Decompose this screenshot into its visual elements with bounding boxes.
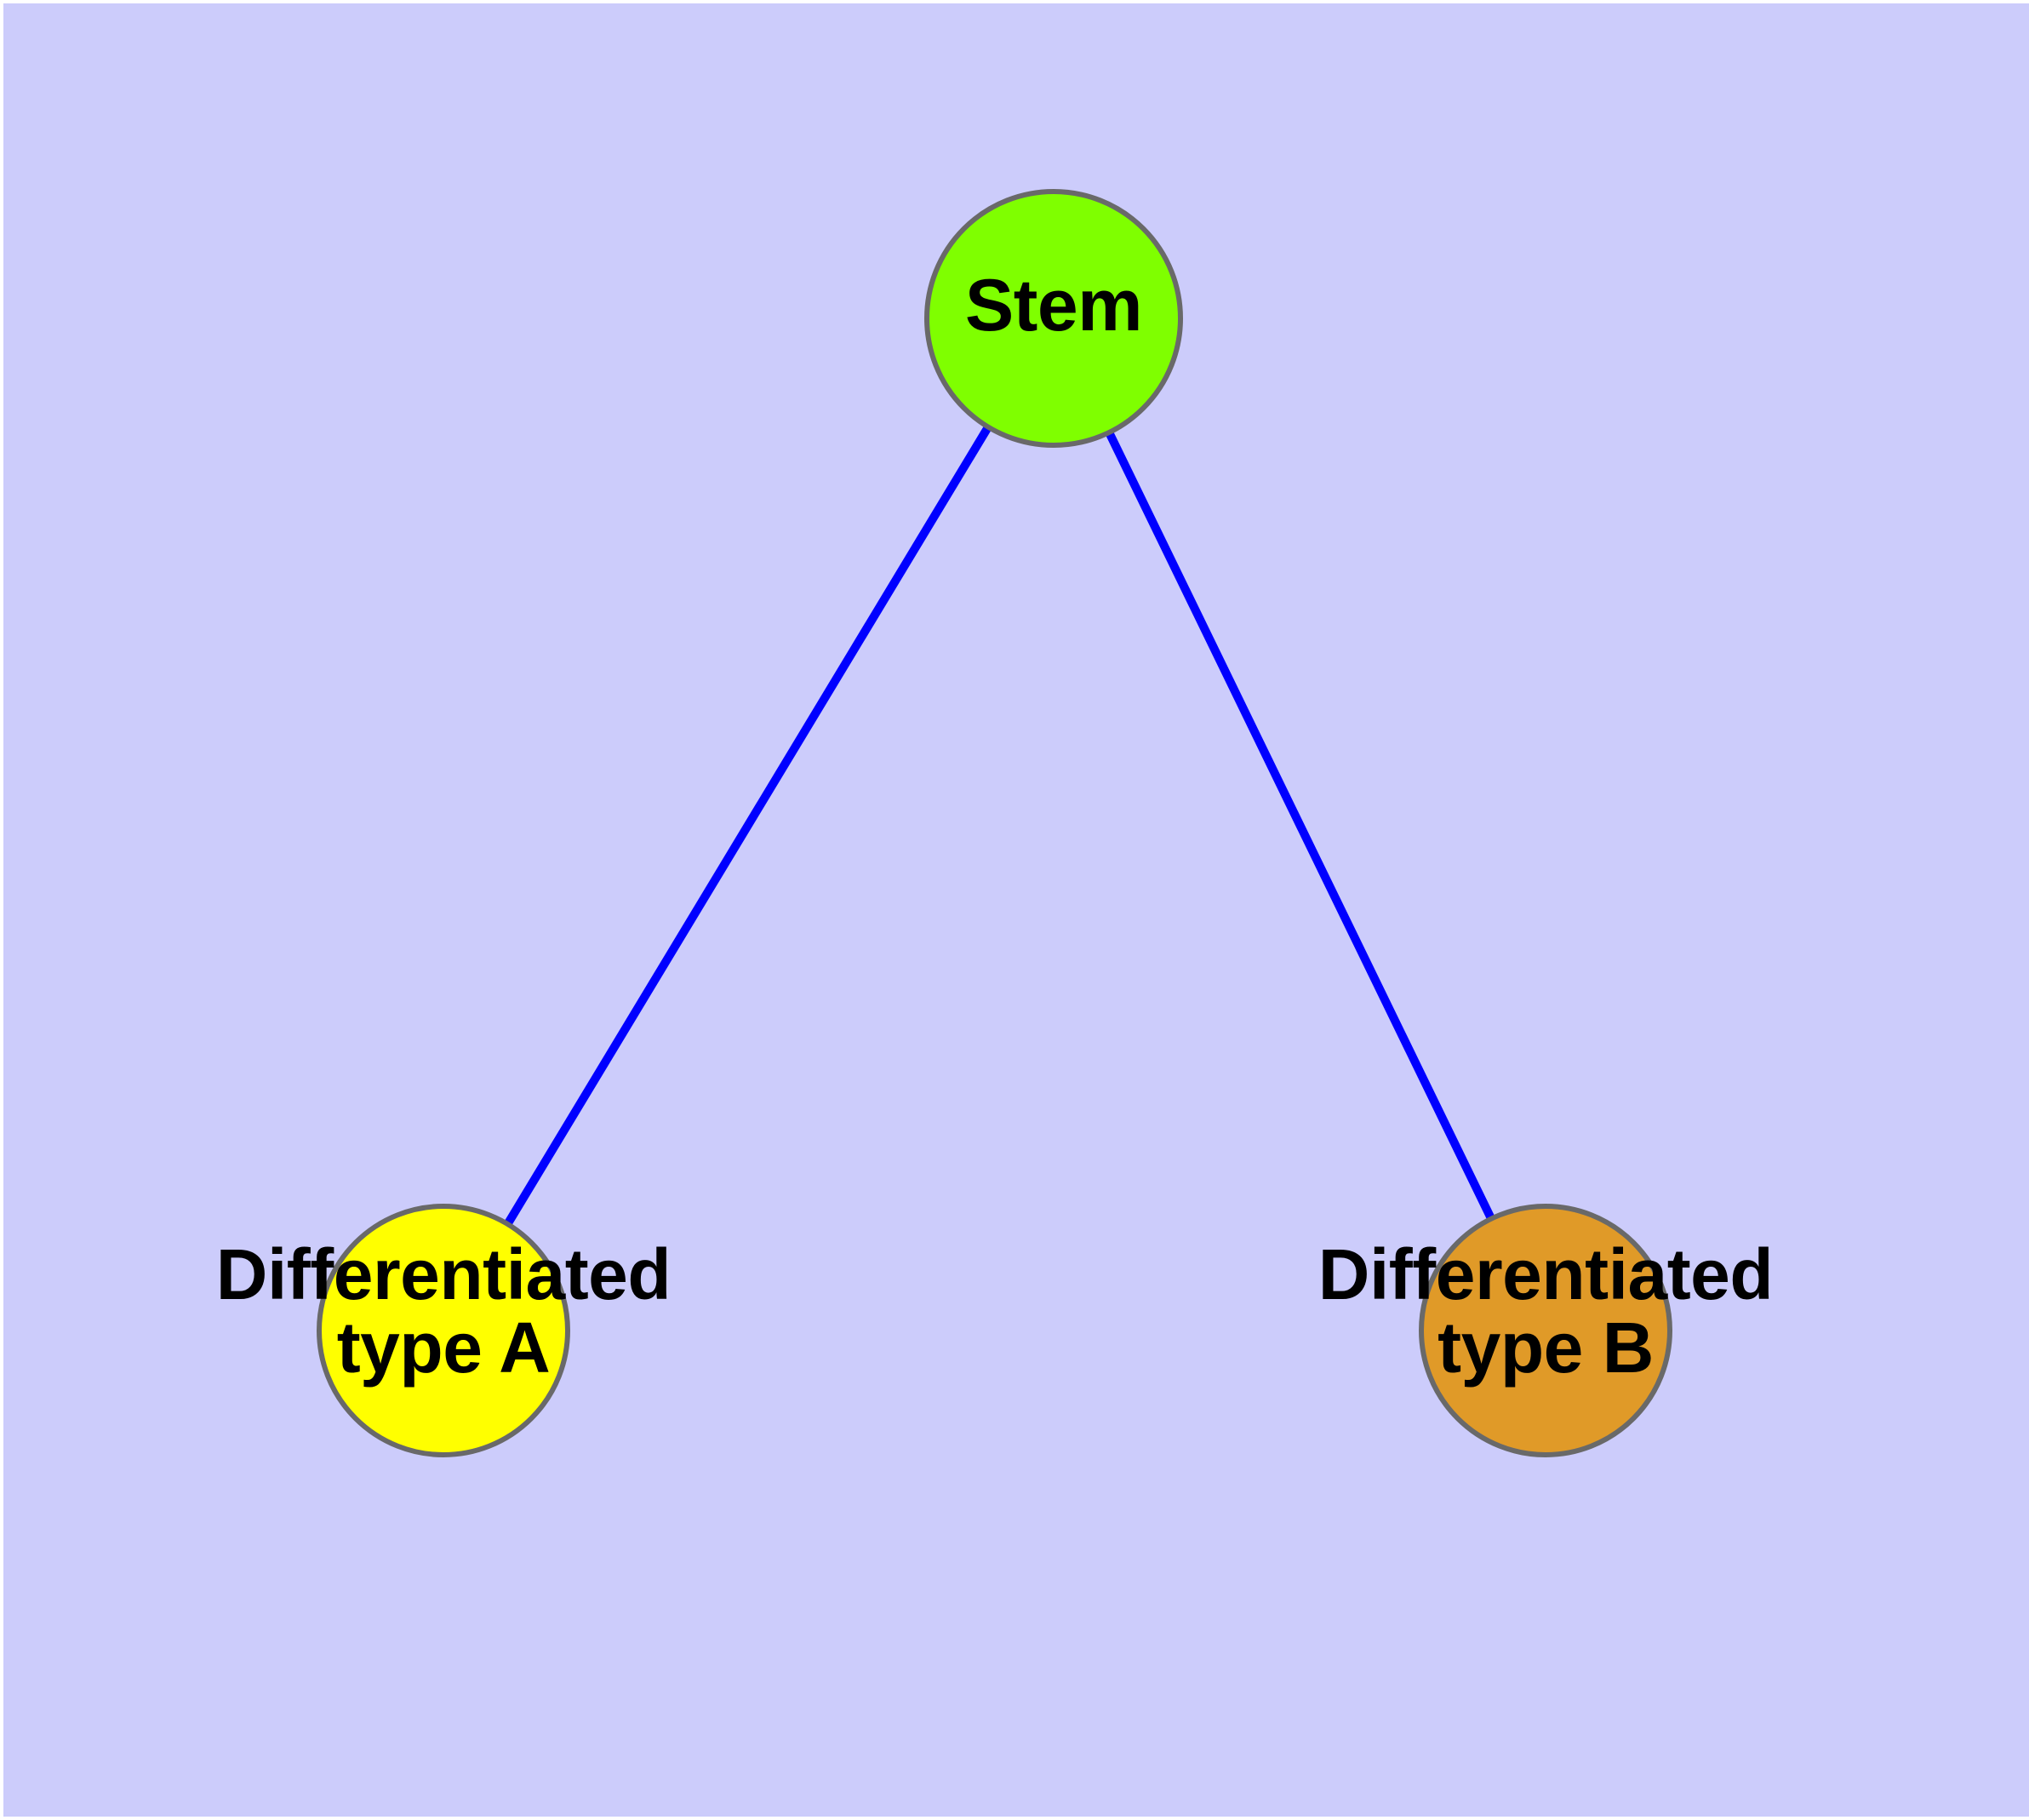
edge-stem-to-differentiated-type-a[interactable] [439, 316, 1058, 1333]
node-differentiated-type-b[interactable] [1419, 1204, 1672, 1457]
node-group [317, 189, 1672, 1457]
edge-stem-to-differentiated-type-b[interactable] [1049, 316, 1550, 1333]
edge-group [439, 316, 1550, 1333]
node-stem[interactable] [924, 189, 1183, 448]
node-differentiated-type-a[interactable] [317, 1204, 570, 1457]
